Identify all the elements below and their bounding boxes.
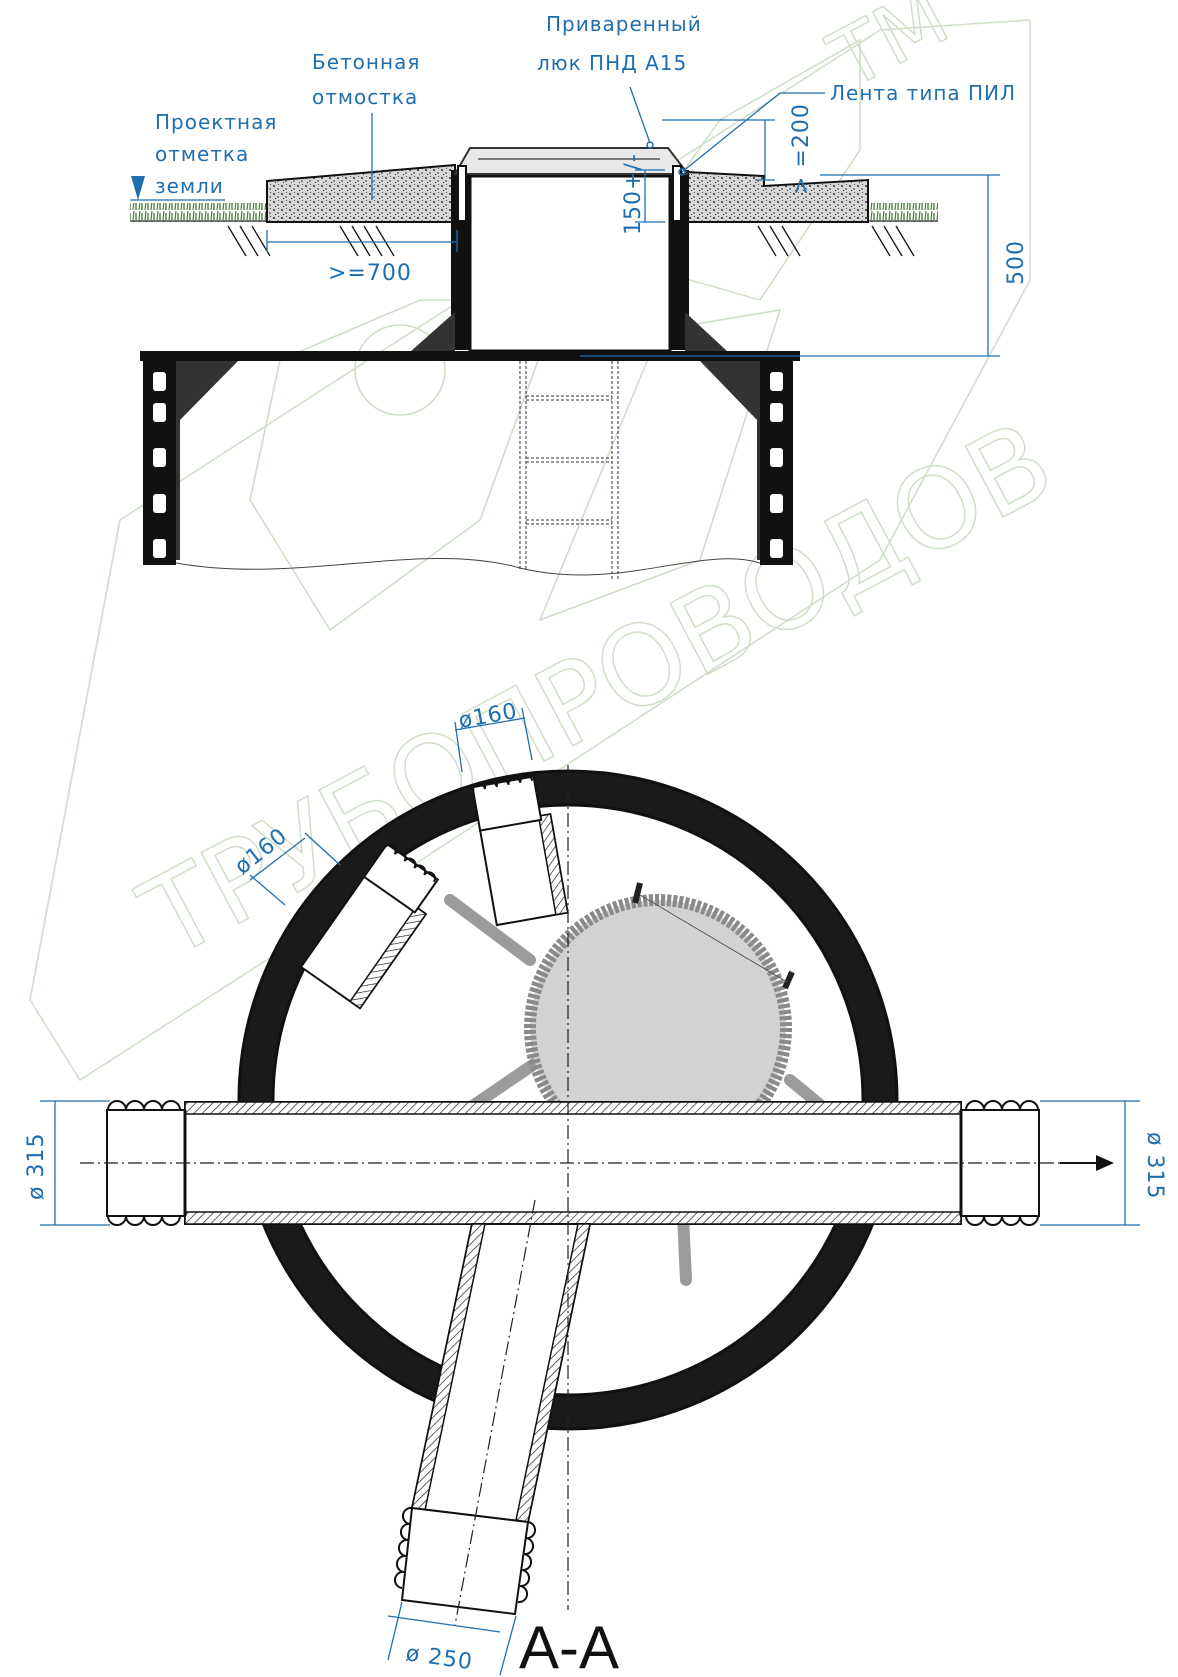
axis-inlet-bottom	[454, 1199, 536, 1626]
dim-depth-text: 500	[1004, 240, 1029, 285]
dim-neck-height: 150+/-	[621, 153, 665, 235]
label-hatch-1: Приваренный	[546, 12, 702, 36]
ladder	[519, 361, 619, 580]
dim-d-bottom-text: ø 250	[404, 1641, 474, 1675]
inlet-pipe-top-socket	[471, 775, 543, 832]
plan-view: ø 315 ø 315 ø160 ø160 ø 250	[24, 699, 1167, 1677]
inlet-pipe-bottom-socket	[400, 1506, 530, 1616]
welded-hatch	[453, 147, 691, 175]
label-ground-mark-2: отметка	[155, 142, 249, 166]
label-pavement-2: отмостка	[312, 85, 418, 109]
label-ground-mark-3: земли	[155, 174, 224, 198]
grass-right	[868, 203, 938, 222]
inlet-pipe-left-socket	[362, 842, 440, 914]
inlet-pipe-top	[471, 774, 569, 927]
gusset-right	[685, 312, 728, 352]
dim-d-bottom: ø 250	[387, 1601, 517, 1675]
ground-hatch	[227, 225, 915, 257]
dim-depth: 500	[580, 174, 1029, 357]
label-ground-mark-1: Проектная	[155, 110, 277, 134]
shaft-top-plate	[140, 351, 800, 361]
dim-slope: > =200	[662, 103, 814, 195]
dim-d-left: ø 315	[24, 1100, 110, 1226]
dim-d-right: ø 315	[1040, 1100, 1167, 1226]
label-hatch-2: люк ПНД А15	[537, 51, 687, 75]
elevation-view: Проектная отметка земли Бетонная отмостк…	[130, 12, 1029, 580]
label-pavement-1: Бетонная	[312, 50, 420, 74]
dim-slope-text: > =200	[789, 103, 814, 195]
label-tape: Лента типа ПИЛ	[830, 81, 1016, 105]
gusset-left	[410, 312, 455, 352]
concrete-pavement-left	[266, 163, 456, 223]
inlet-pipe-bottom	[393, 1223, 592, 1616]
dim-pavement-width-text: >=700	[328, 261, 412, 286]
dim-pavement-width: >=700	[266, 230, 458, 286]
section-title: А-А	[519, 1614, 619, 1677]
tape-marks	[632, 882, 795, 990]
grass-left	[130, 203, 267, 222]
inlet-pipe-left	[299, 842, 440, 1010]
well-ring	[239, 771, 897, 1429]
dim-neck-height-text: 150+/-	[621, 153, 646, 235]
dim-d-left-text: ø 315	[24, 1133, 49, 1200]
dim-d-right-text: ø 315	[1142, 1132, 1167, 1199]
